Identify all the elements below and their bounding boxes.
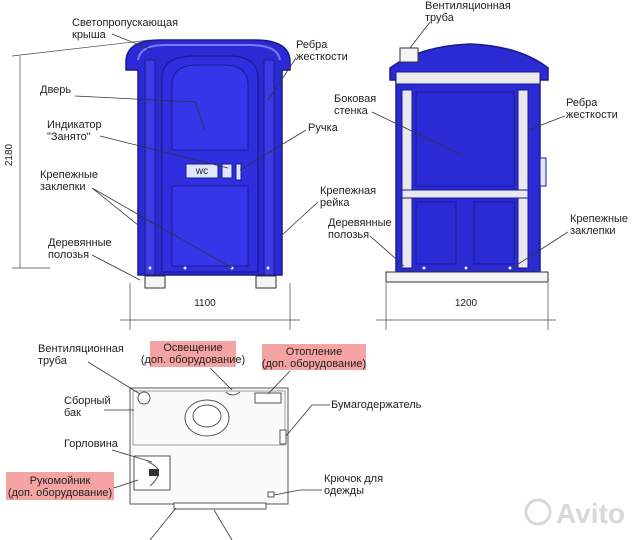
plan-view: Освещение (доп. оборудование) Отопление … [6,341,422,540]
tag-sink-line1: Рукомойник [30,475,91,487]
front-view: wc 2180 1100 Светопропускающая крыша Две… [4,17,376,330]
label-rivets-line2: заклепки [40,181,86,193]
tag-sink [6,472,114,500]
tag-heating [262,344,366,370]
front-left-rib [144,59,156,276]
toilet-opening [192,404,222,428]
door-lower-panel [171,185,249,267]
tag-lighting [150,341,236,367]
label-side-rivets-line2: заклепки [570,225,616,237]
label-side-rivets-line1: Крепежные [570,213,628,225]
watermark-logo-icon [524,498,552,526]
side-left-rib [401,89,413,269]
label-runners-line2: полозья [48,249,89,261]
front-left-runner [144,275,166,289]
front-width-label: 1100 [194,298,216,309]
label-ribs-line1: Ребра [296,39,328,51]
height-dim-label: 2180 [4,143,15,166]
label-runners-line1: Деревянные [48,237,112,249]
front-right-runner [255,275,277,289]
side-view: 1200 Вентиляционная труба Боковая стенка… [328,0,628,330]
wc-sign-text: wc [195,166,208,177]
tag-heating-line2: (доп. оборудование) [262,358,366,370]
sink-tap [149,469,159,476]
side-lower-left-panel [415,201,457,265]
side-handle [539,157,547,187]
label-side-vent-line1: Вентиляционная [425,0,511,12]
label-plan-vent-line2: труба [38,355,68,367]
lighting-fixture [225,391,241,396]
side-top-strip [395,71,541,85]
label-paper: Бумагодержатель [331,399,422,411]
label-door: Дверь [40,84,71,96]
label-side-runners-line1: Деревянные [328,217,392,229]
label-neck: Горловина [64,438,119,450]
roof-shape [137,44,281,61]
paper-holder [279,429,287,445]
label-side-runners-line2: полозья [328,229,369,241]
tag-lighting-line1: Освещение [163,342,222,354]
door-upper-panel [171,64,249,151]
label-hook-line2: одежды [324,485,364,497]
vent-pipe [399,47,419,63]
label-side-ribs-line2: жесткости [566,109,618,121]
side-wall-panel [415,91,515,187]
label-indicator-line1: Индикатор [47,119,102,131]
label-rivets-line1: Крепежные [40,169,98,181]
wc-sign [185,163,219,179]
plan-door [173,502,267,510]
front-right-rib [263,59,275,276]
door-handle [235,163,242,181]
heater [254,392,282,404]
label-rail-line2: рейка [320,197,350,209]
plan-tank-area [132,390,286,446]
label-side-wall-line2: стенка [334,105,369,117]
label-side-vent-line2: труба [425,12,455,24]
clothes-hook [267,491,275,498]
side-lower-right-panel [473,201,515,265]
label-side-ribs-line1: Ребра [566,97,598,109]
label-indicator-line2: "Занято" [47,131,91,143]
label-handle: Ручка [308,122,339,134]
watermark-text: Avito [556,498,625,529]
side-cross-rib [401,189,529,199]
side-width-label: 1200 [455,298,478,309]
tag-sink-line2: (доп. оборудование) [8,487,112,499]
side-runner [385,271,549,283]
label-side-wall-line1: Боковая [334,93,376,105]
side-rivets [422,266,512,270]
label-roof-line1: Светопропускающая [72,17,178,29]
label-rail-line1: Крепежная [320,185,376,197]
plan-vent-pipe [137,391,151,405]
tag-heating-line1: Отопление [286,346,342,358]
label-tank-line1: Сборный [64,395,111,407]
tag-lighting-line2: (доп. оборудование) [141,354,245,366]
label-roof-line2: крыша [72,29,107,41]
watermark: Avito [524,498,625,529]
label-plan-vent-line1: Вентиляционная [38,343,124,355]
label-hook-line1: Крючок для [324,473,383,485]
occupied-indicator [221,163,233,179]
label-tank-line2: бак [64,407,81,419]
side-right-rib [517,89,529,269]
label-ribs-line2: жесткости [296,51,348,63]
